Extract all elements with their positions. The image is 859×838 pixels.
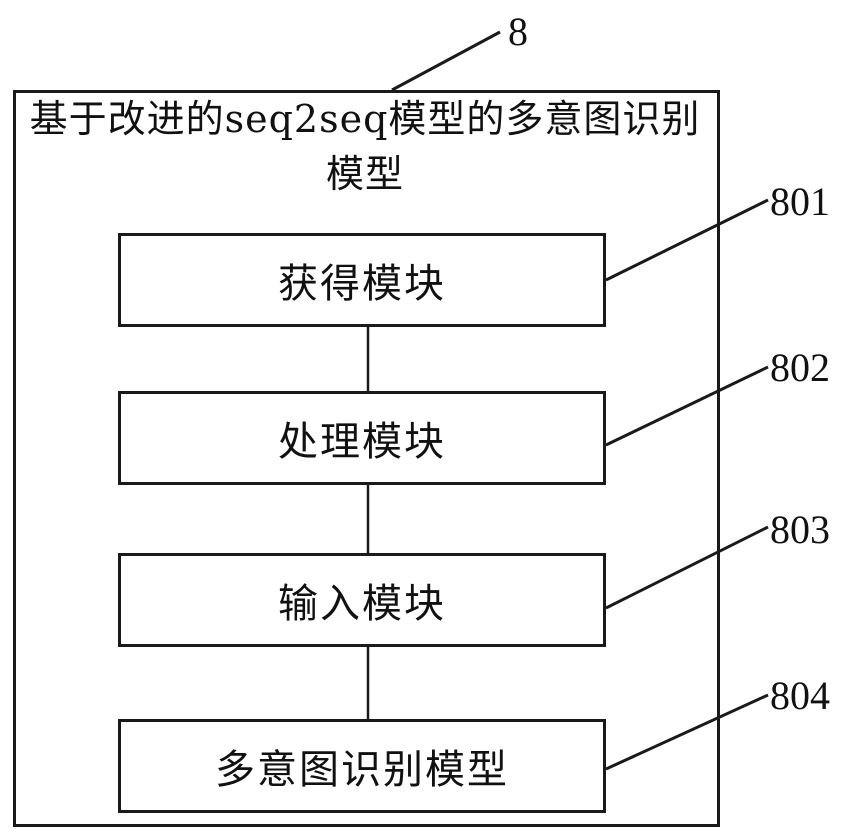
ref-label-803: 803 <box>770 510 830 550</box>
module-box-input: 输入模块 <box>118 553 606 647</box>
module-box-multi-intent: 多意图识别模型 <box>118 719 606 813</box>
ref-label-801: 801 <box>770 182 830 222</box>
module-box-process: 处理模块 <box>118 391 606 485</box>
ref-label-802: 802 <box>770 348 830 388</box>
ref-label-8: 8 <box>508 12 528 52</box>
container-title: 基于改进的seq2seq模型的多意图识别模型 <box>20 92 710 202</box>
module-box-obtain: 获得模块 <box>118 233 606 327</box>
ref-label-804: 804 <box>770 676 830 716</box>
leader-line-8 <box>392 32 500 90</box>
